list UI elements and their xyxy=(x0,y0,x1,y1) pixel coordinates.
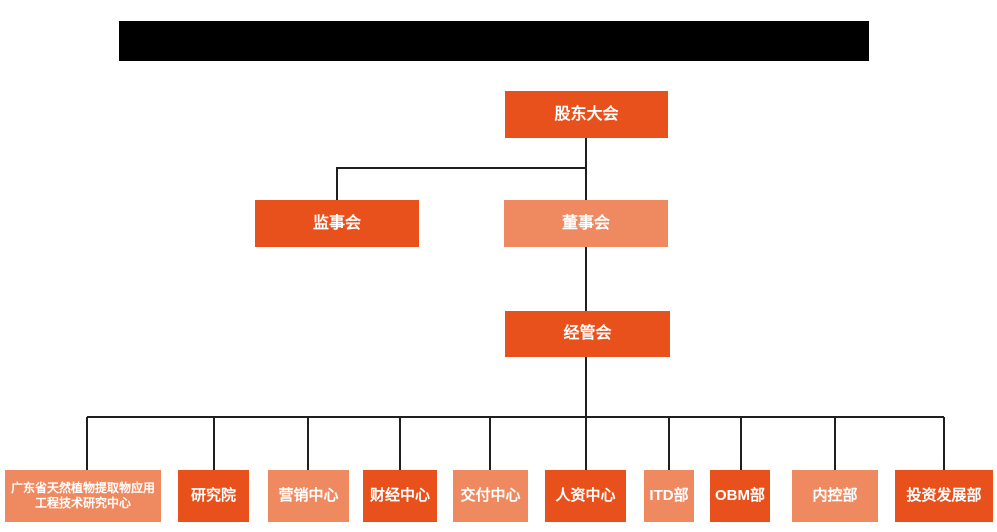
node-label: OBM部 xyxy=(715,486,765,504)
node-label: 投资发展部 xyxy=(906,486,982,504)
node-label: 监事会 xyxy=(312,214,361,232)
connector-dept-drop-0 xyxy=(86,417,88,470)
node-label: 经管会 xyxy=(563,325,612,342)
node-internal-control-department: 内控部 xyxy=(792,470,878,522)
connector-root-down xyxy=(585,138,587,168)
redacted-title-bar xyxy=(119,21,869,61)
connector-dept-drop-7 xyxy=(740,417,742,470)
connector-dept-drop-8 xyxy=(834,417,836,470)
node-management-committee: 经管会 xyxy=(505,311,670,357)
node-label: 营销中心 xyxy=(278,486,339,504)
connector-supervisory-drop xyxy=(336,167,338,200)
connector-dept-drop-2 xyxy=(307,417,309,470)
node-label: ITD部 xyxy=(649,486,689,504)
node-supervisory-board: 监事会 xyxy=(255,200,419,247)
connector-level2-branch xyxy=(336,167,587,169)
node-shareholders-meeting: 股东大会 xyxy=(505,91,668,138)
connector-dept-drop-3 xyxy=(399,417,401,470)
connector-dept-drop-1 xyxy=(213,417,215,470)
node-obm-department: OBM部 xyxy=(710,470,770,522)
node-label: 人资中心 xyxy=(555,486,616,504)
node-marketing-center: 营销中心 xyxy=(268,470,349,522)
node-investment-development-department: 投资发展部 xyxy=(895,470,993,522)
node-label: 内控部 xyxy=(812,486,858,504)
connector-mgmt-down xyxy=(585,357,587,417)
connector-departments-bus xyxy=(87,416,944,418)
node-label: 财经中心 xyxy=(369,486,430,504)
connector-dept-drop-9 xyxy=(943,417,945,470)
node-label: 交付中心 xyxy=(460,486,521,504)
node-research-center: 广东省天然植物提取物应用工程技术研究中心 xyxy=(5,470,161,522)
node-label: 股东大会 xyxy=(554,105,619,123)
node-board-of-directors: 董事会 xyxy=(504,200,668,247)
node-label: 广东省天然植物提取物应用工程技术研究中心 xyxy=(10,481,155,510)
connector-board-drop xyxy=(585,167,587,200)
connector-dept-drop-5 xyxy=(585,417,587,470)
node-finance-center: 财经中心 xyxy=(363,470,437,522)
node-itd-department: ITD部 xyxy=(644,470,694,522)
node-delivery-center: 交付中心 xyxy=(453,470,528,522)
connector-dept-drop-4 xyxy=(489,417,491,470)
node-label: 董事会 xyxy=(561,214,610,232)
node-hr-center: 人资中心 xyxy=(545,470,626,522)
connector-dept-drop-6 xyxy=(668,417,670,470)
connector-board-to-mgmt xyxy=(585,247,587,311)
node-label: 研究院 xyxy=(190,486,236,504)
node-research-institute: 研究院 xyxy=(178,470,249,522)
